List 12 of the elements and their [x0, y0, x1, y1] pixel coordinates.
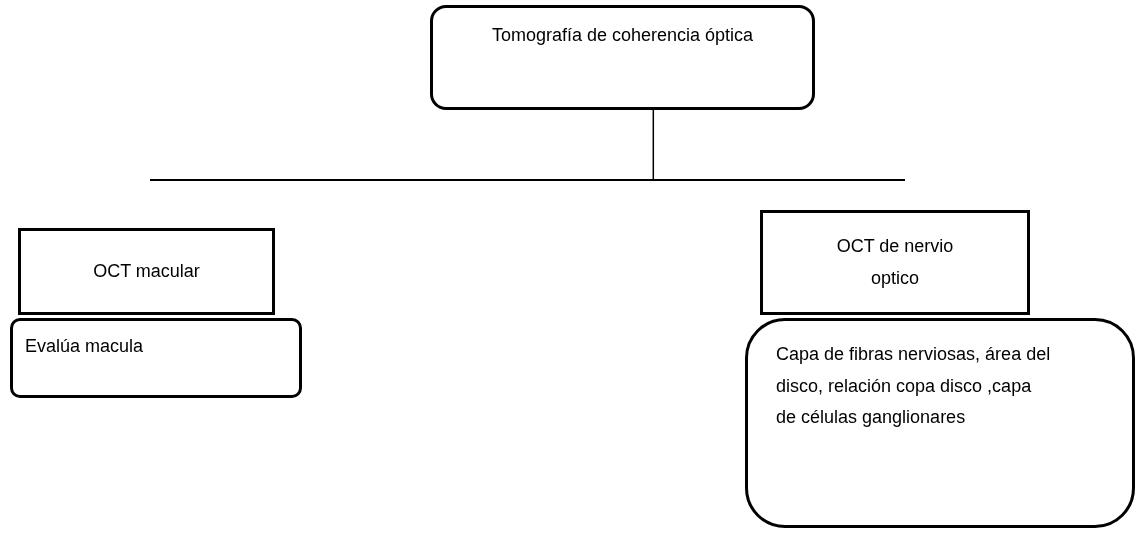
branch-line: [150, 179, 905, 181]
description-box: [745, 318, 1135, 528]
box-text: Capa de fibras nerviosas, área del disco, relación copa disco ,capa de células ganglionares: [776, 343, 1052, 429]
connector-line: [652, 109, 655, 180]
title-box: [430, 5, 815, 110]
box-text: OCT macular: [93, 260, 200, 283]
category-box: [18, 228, 275, 315]
box-text: Tomografía de coherencia óptica: [490, 24, 755, 47]
box-text: OCT de nervio optico: [835, 235, 955, 290]
box-text: Evalúa macula: [25, 335, 144, 358]
description-box: [10, 318, 302, 398]
category-box: [760, 210, 1030, 315]
